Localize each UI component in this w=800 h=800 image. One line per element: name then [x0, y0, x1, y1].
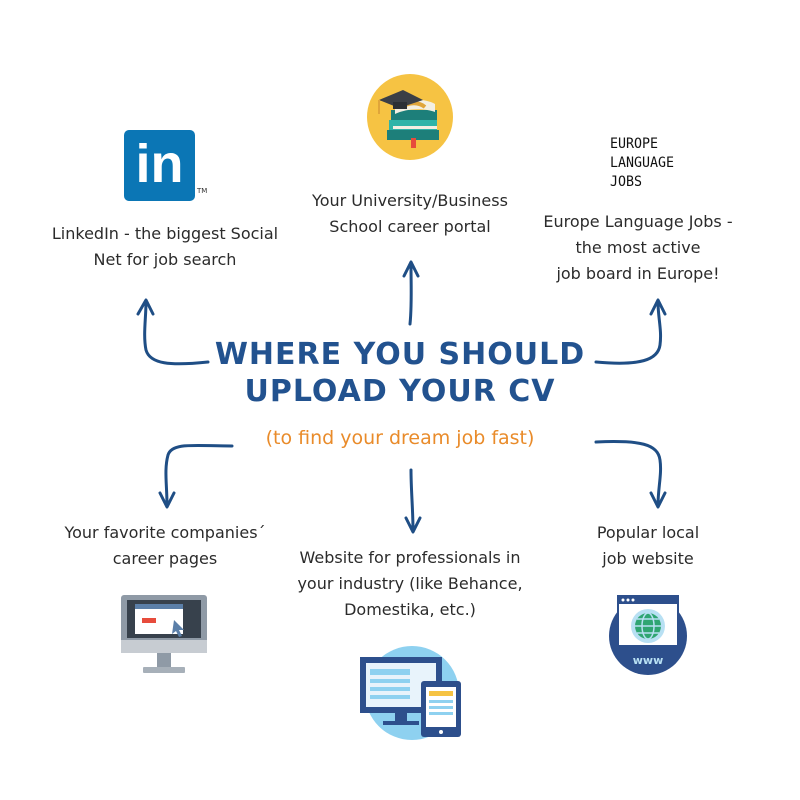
linkedin-logo-icon: in [124, 130, 195, 201]
arrowhead-university [402, 260, 420, 278]
arrow-to-local [594, 440, 663, 507]
main-title-line2: UPLOAD YOUR CV [244, 374, 556, 409]
main-title-line1: WHERE YOU SHOULD [214, 337, 586, 372]
trademark-mark: TM [197, 187, 208, 195]
www-globe-icon: www [609, 595, 687, 675]
arrow-to-linkedin [143, 300, 210, 366]
arrowhead-companies [158, 491, 176, 509]
arrow-to-elj [594, 300, 663, 365]
university-label: Your University/Business School career p… [312, 191, 508, 236]
europe-language-jobs-logo: EUROPE LANGUAGE JOBS [610, 136, 675, 190]
arrow-to-university [408, 263, 413, 326]
university-node: Your University/Business School career p… [295, 72, 525, 242]
professionals-label: Website for professionals in your indust… [297, 548, 523, 619]
linkedin-node: in TM LinkedIn - the biggest Social Net … [40, 130, 290, 280]
arrow-to-professionals [409, 468, 415, 532]
arrowhead-linkedin [136, 298, 155, 316]
elj-label: Europe Language Jobs - the most active j… [543, 212, 733, 283]
desktop-monitor-icon [121, 595, 207, 673]
arrowhead-elj [649, 298, 667, 316]
responsive-devices-icon [360, 646, 461, 740]
linkedin-logo-text: in [135, 134, 184, 194]
elj-node: EUROPE LANGUAGE JOBS Europe Language Job… [528, 135, 748, 295]
professionals-node: Website for professionals in your indust… [285, 545, 535, 755]
graduation-books-icon [367, 74, 453, 160]
arrowhead-local [649, 491, 667, 509]
linkedin-label: LinkedIn - the biggest Social Net for jo… [51, 224, 279, 269]
www-text: www [633, 654, 664, 667]
local-label: Popular local job website [596, 523, 700, 568]
companies-node: Your favorite companies´ career pages [40, 520, 290, 690]
main-subtitle: (to find your dream job fast) [265, 427, 535, 449]
companies-label: Your favorite companies´ career pages [64, 523, 266, 568]
local-node: Popular local job website www [548, 520, 748, 690]
arrow-to-companies [164, 443, 234, 507]
arrowhead-professionals [404, 516, 422, 534]
